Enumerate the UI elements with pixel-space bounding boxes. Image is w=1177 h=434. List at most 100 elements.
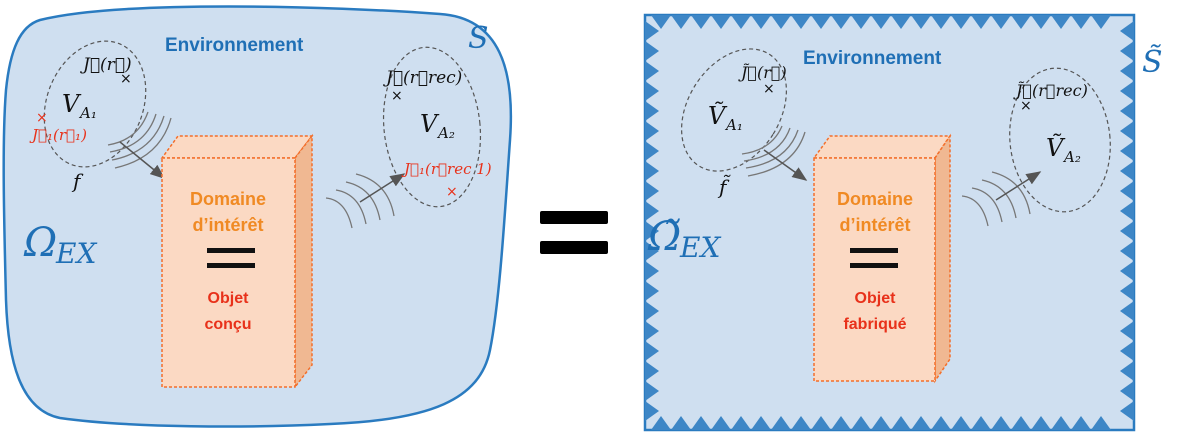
left-wave1-icon bbox=[107, 111, 172, 169]
absorber-spike bbox=[731, 416, 751, 430]
absorber-spike bbox=[1071, 15, 1091, 29]
left-antenna2-sub: A₂ bbox=[436, 124, 455, 142]
right-object-line1: Objet bbox=[855, 290, 897, 307]
absorber-spike bbox=[831, 15, 851, 29]
absorber-spike bbox=[971, 15, 991, 29]
absorber-spike bbox=[1120, 381, 1134, 401]
left-domain-box bbox=[160, 133, 314, 390]
absorber-spike bbox=[1091, 15, 1111, 29]
absorber-spike bbox=[691, 416, 711, 430]
equals-sign bbox=[540, 211, 608, 254]
right-arrow2 bbox=[995, 171, 1042, 201]
left-arrow1 bbox=[119, 141, 166, 179]
absorber-spike bbox=[751, 416, 771, 430]
left-source-cross-icon: × bbox=[120, 71, 132, 87]
right-env-label: Environnement bbox=[803, 48, 942, 69]
left-env-label: Environnement bbox=[165, 35, 304, 56]
absorber-spike bbox=[651, 15, 671, 29]
right-omega-label: Ω̃ bbox=[647, 214, 681, 260]
absorber-spike bbox=[645, 241, 659, 261]
absorber-spike bbox=[1120, 121, 1134, 141]
right-source-cross-icon: × bbox=[763, 81, 775, 97]
left-antenna2-cross-icon: × bbox=[391, 88, 403, 104]
absorber-spike bbox=[931, 416, 951, 430]
absorber-spike bbox=[731, 15, 751, 29]
absorber-spike bbox=[1120, 281, 1134, 301]
absorber-spike bbox=[651, 416, 671, 430]
absorber-spike bbox=[1120, 141, 1134, 161]
absorber-spike bbox=[1120, 221, 1134, 241]
absorber-spike bbox=[1071, 416, 1091, 430]
left-omega-sub: EX bbox=[55, 237, 97, 270]
absorber-spike bbox=[991, 15, 1011, 29]
absorber-spike bbox=[1120, 41, 1134, 61]
right-arrow1 bbox=[763, 149, 808, 181]
absorber-spike bbox=[645, 61, 659, 81]
absorber-spike bbox=[771, 416, 791, 430]
absorber-spike bbox=[711, 416, 731, 430]
absorber-spike bbox=[891, 15, 911, 29]
right-panel: Environnement S̃ Ω̃ EX J̃⃗(r⃗) × Ṽ A₁ f̃… bbox=[643, 13, 1163, 432]
absorber-spike bbox=[645, 181, 659, 201]
absorber-spike bbox=[645, 141, 659, 161]
left-antenna1-ellipse bbox=[43, 40, 147, 168]
absorber-spike bbox=[1120, 361, 1134, 381]
absorber-spike bbox=[645, 221, 659, 241]
right-antenna2-current: J̃⃗(r⃗rec) bbox=[1013, 81, 1088, 100]
absorber-spike bbox=[645, 41, 659, 61]
absorber-spike bbox=[1031, 416, 1051, 430]
absorber-spike bbox=[645, 401, 659, 421]
left-surface-label: S bbox=[468, 21, 489, 56]
left-red-cross-icon: × bbox=[36, 110, 48, 126]
right-source-current: J̃⃗(r⃗) bbox=[738, 63, 787, 82]
absorber-spike bbox=[645, 21, 659, 41]
right-object-line2: fabriqué bbox=[843, 316, 906, 333]
absorber-spike bbox=[645, 321, 659, 341]
absorber-spike bbox=[1120, 401, 1134, 421]
absorber-spike bbox=[911, 15, 931, 29]
right-domain-box bbox=[812, 133, 952, 384]
absorber-spike bbox=[811, 15, 831, 29]
absorber-spike bbox=[851, 15, 871, 29]
left-antenna2-ellipse bbox=[382, 46, 482, 208]
left-antenna2-red-cross-icon: × bbox=[446, 184, 458, 200]
right-wave1-icon bbox=[741, 125, 806, 177]
right-antenna2-sub: A₂ bbox=[1062, 148, 1081, 166]
absorber-spike bbox=[831, 416, 851, 430]
right-omega-sub: EX bbox=[679, 231, 721, 264]
absorber-spike bbox=[911, 416, 931, 430]
right-domain-line1: Domaine bbox=[837, 189, 913, 209]
absorber-spike bbox=[1011, 416, 1031, 430]
absorber-wall-icon bbox=[645, 15, 1134, 430]
left-equivalence-icon bbox=[207, 248, 255, 268]
absorber-spike bbox=[1120, 341, 1134, 361]
absorber-spike bbox=[771, 15, 791, 29]
absorber-spike bbox=[811, 416, 831, 430]
absorber-spike bbox=[951, 15, 971, 29]
left-antenna1-sub: A₁ bbox=[78, 104, 97, 122]
absorber-spike bbox=[1120, 301, 1134, 321]
absorber-spike bbox=[1120, 181, 1134, 201]
right-antenna1-sub: A₁ bbox=[724, 116, 743, 134]
absorber-spike bbox=[645, 101, 659, 121]
absorber-spike bbox=[671, 416, 691, 430]
absorber-spike bbox=[1120, 201, 1134, 221]
absorber-spike bbox=[645, 301, 659, 321]
absorber-spike bbox=[645, 281, 659, 301]
absorber-spike bbox=[951, 416, 971, 430]
left-omega-label: Ω bbox=[23, 220, 57, 266]
left-object-line2: conçu bbox=[204, 316, 251, 333]
absorber-spike bbox=[1051, 15, 1071, 29]
absorber-spike bbox=[1120, 81, 1134, 101]
left-panel: Environnement S Ω EX J⃗(r⃗) × V A₁ × J⃗₁… bbox=[2, 5, 513, 428]
absorber-spike bbox=[671, 15, 691, 29]
left-antenna2: V bbox=[420, 110, 440, 138]
right-domain-line2: d’intérêt bbox=[839, 215, 910, 235]
left-object-line1: Objet bbox=[208, 290, 250, 307]
absorber-spike bbox=[871, 15, 891, 29]
right-antenna1: Ṽ bbox=[708, 101, 728, 130]
absorber-spike bbox=[1120, 321, 1134, 341]
absorber-spike bbox=[1120, 241, 1134, 261]
absorber-spike bbox=[1120, 161, 1134, 181]
absorber-spike bbox=[971, 416, 991, 430]
